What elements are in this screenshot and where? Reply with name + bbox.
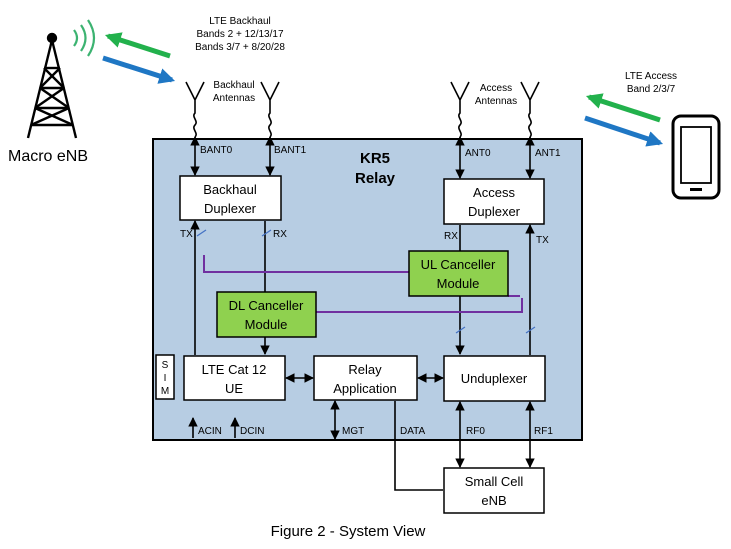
access-antennas-label-line2: Antennas bbox=[475, 96, 517, 107]
access-duplexer-label-line1: Access bbox=[473, 185, 515, 200]
dl-canceller-link bbox=[316, 298, 523, 313]
port-dcin: DCIN bbox=[240, 426, 264, 437]
ul-canceller-label-line2: Module bbox=[437, 276, 480, 291]
macro-enb-label: Macro eNB bbox=[8, 148, 88, 165]
backhaul-antennas-label-line2: Antennas bbox=[213, 93, 255, 104]
relay-application-label-line1: Relay bbox=[348, 362, 382, 377]
access-duplexer-label-line2: Duplexer bbox=[468, 204, 521, 219]
figure-caption: Figure 2 - System View bbox=[271, 523, 426, 540]
port-bant0: BANT0 bbox=[200, 145, 233, 156]
lte-ue-label-line1: LTE Cat 12 bbox=[202, 362, 267, 377]
uplink-arrow-access bbox=[585, 93, 661, 123]
backhaul-info-line2: Bands 2 + 12/13/17 bbox=[196, 29, 283, 40]
port-ant0: ANT0 bbox=[465, 148, 491, 159]
backhaul-info-line3: Bands 3/7 + 8/20/28 bbox=[195, 42, 285, 53]
backhaul-antenna-left-icon bbox=[185, 81, 205, 138]
ul-canceller-label-line1: UL Canceller bbox=[421, 257, 496, 272]
unduplexer-label: Unduplexer bbox=[461, 371, 528, 386]
ul-canceller-box bbox=[408, 250, 509, 297]
port-bant1: BANT1 bbox=[274, 145, 307, 156]
access-info-line1: LTE Access bbox=[625, 71, 677, 82]
lte-ue-label-line2: UE bbox=[225, 381, 243, 396]
small-cell-enb-box bbox=[443, 467, 545, 514]
backhaul-duplexer-box bbox=[179, 175, 282, 221]
uplink-arrow-backhaul bbox=[104, 32, 171, 59]
backhaul-antenna-right-icon bbox=[260, 81, 280, 138]
backhaul-duplexer-label-line2: Duplexer bbox=[204, 201, 257, 216]
small-cell-label-line1: Small Cell bbox=[465, 474, 524, 489]
radio-waves-icon bbox=[73, 19, 96, 57]
downlink-arrow-access bbox=[584, 115, 664, 147]
cell-tower-icon bbox=[26, 32, 78, 139]
port-rx-right: RX bbox=[444, 231, 458, 242]
sim-box bbox=[155, 354, 175, 400]
port-ant1: ANT1 bbox=[535, 148, 561, 159]
port-data: DATA bbox=[400, 426, 426, 437]
backhaul-info-line1: LTE Backhaul bbox=[209, 16, 271, 27]
ul-canceller-link bbox=[203, 255, 409, 273]
access-antenna-left-icon bbox=[450, 81, 470, 138]
port-mgt: MGT bbox=[342, 426, 364, 437]
dl-canceller-label-line2: Module bbox=[245, 317, 288, 332]
small-cell-label-line2: eNB bbox=[481, 493, 506, 508]
smartphone-icon bbox=[671, 114, 721, 200]
port-rf1: RF1 bbox=[534, 426, 553, 437]
port-tx-right: TX bbox=[536, 235, 549, 246]
unduplexer-box bbox=[443, 355, 546, 402]
data-link bbox=[394, 401, 443, 491]
relay-application-label-line2: Application bbox=[333, 381, 397, 396]
access-antennas-label-line1: Access bbox=[480, 83, 512, 94]
port-rf0: RF0 bbox=[466, 426, 485, 437]
port-acin: ACIN bbox=[198, 426, 222, 437]
port-rx-left: RX bbox=[273, 229, 287, 240]
sim-letter-i: I bbox=[164, 373, 167, 384]
lte-ue-box bbox=[183, 355, 286, 401]
access-antenna-right-icon bbox=[520, 81, 540, 138]
relay-title-line1: KR5 bbox=[360, 150, 390, 167]
dl-canceller-label-line1: DL Canceller bbox=[229, 298, 304, 313]
access-info-line2: Band 2/3/7 bbox=[627, 84, 676, 95]
sim-letter-s: S bbox=[162, 360, 169, 371]
access-duplexer-box bbox=[443, 178, 545, 225]
relay-title-line2: Relay bbox=[355, 170, 396, 187]
backhaul-antennas-label-line1: Backhaul bbox=[213, 80, 254, 91]
port-tx-left: TX bbox=[180, 229, 193, 240]
dl-canceller-box bbox=[216, 291, 317, 338]
relay-application-box bbox=[313, 355, 418, 401]
sim-letter-m: M bbox=[161, 386, 169, 397]
downlink-arrow-backhaul bbox=[102, 55, 176, 84]
backhaul-duplexer-label-line1: Backhaul bbox=[203, 182, 257, 197]
